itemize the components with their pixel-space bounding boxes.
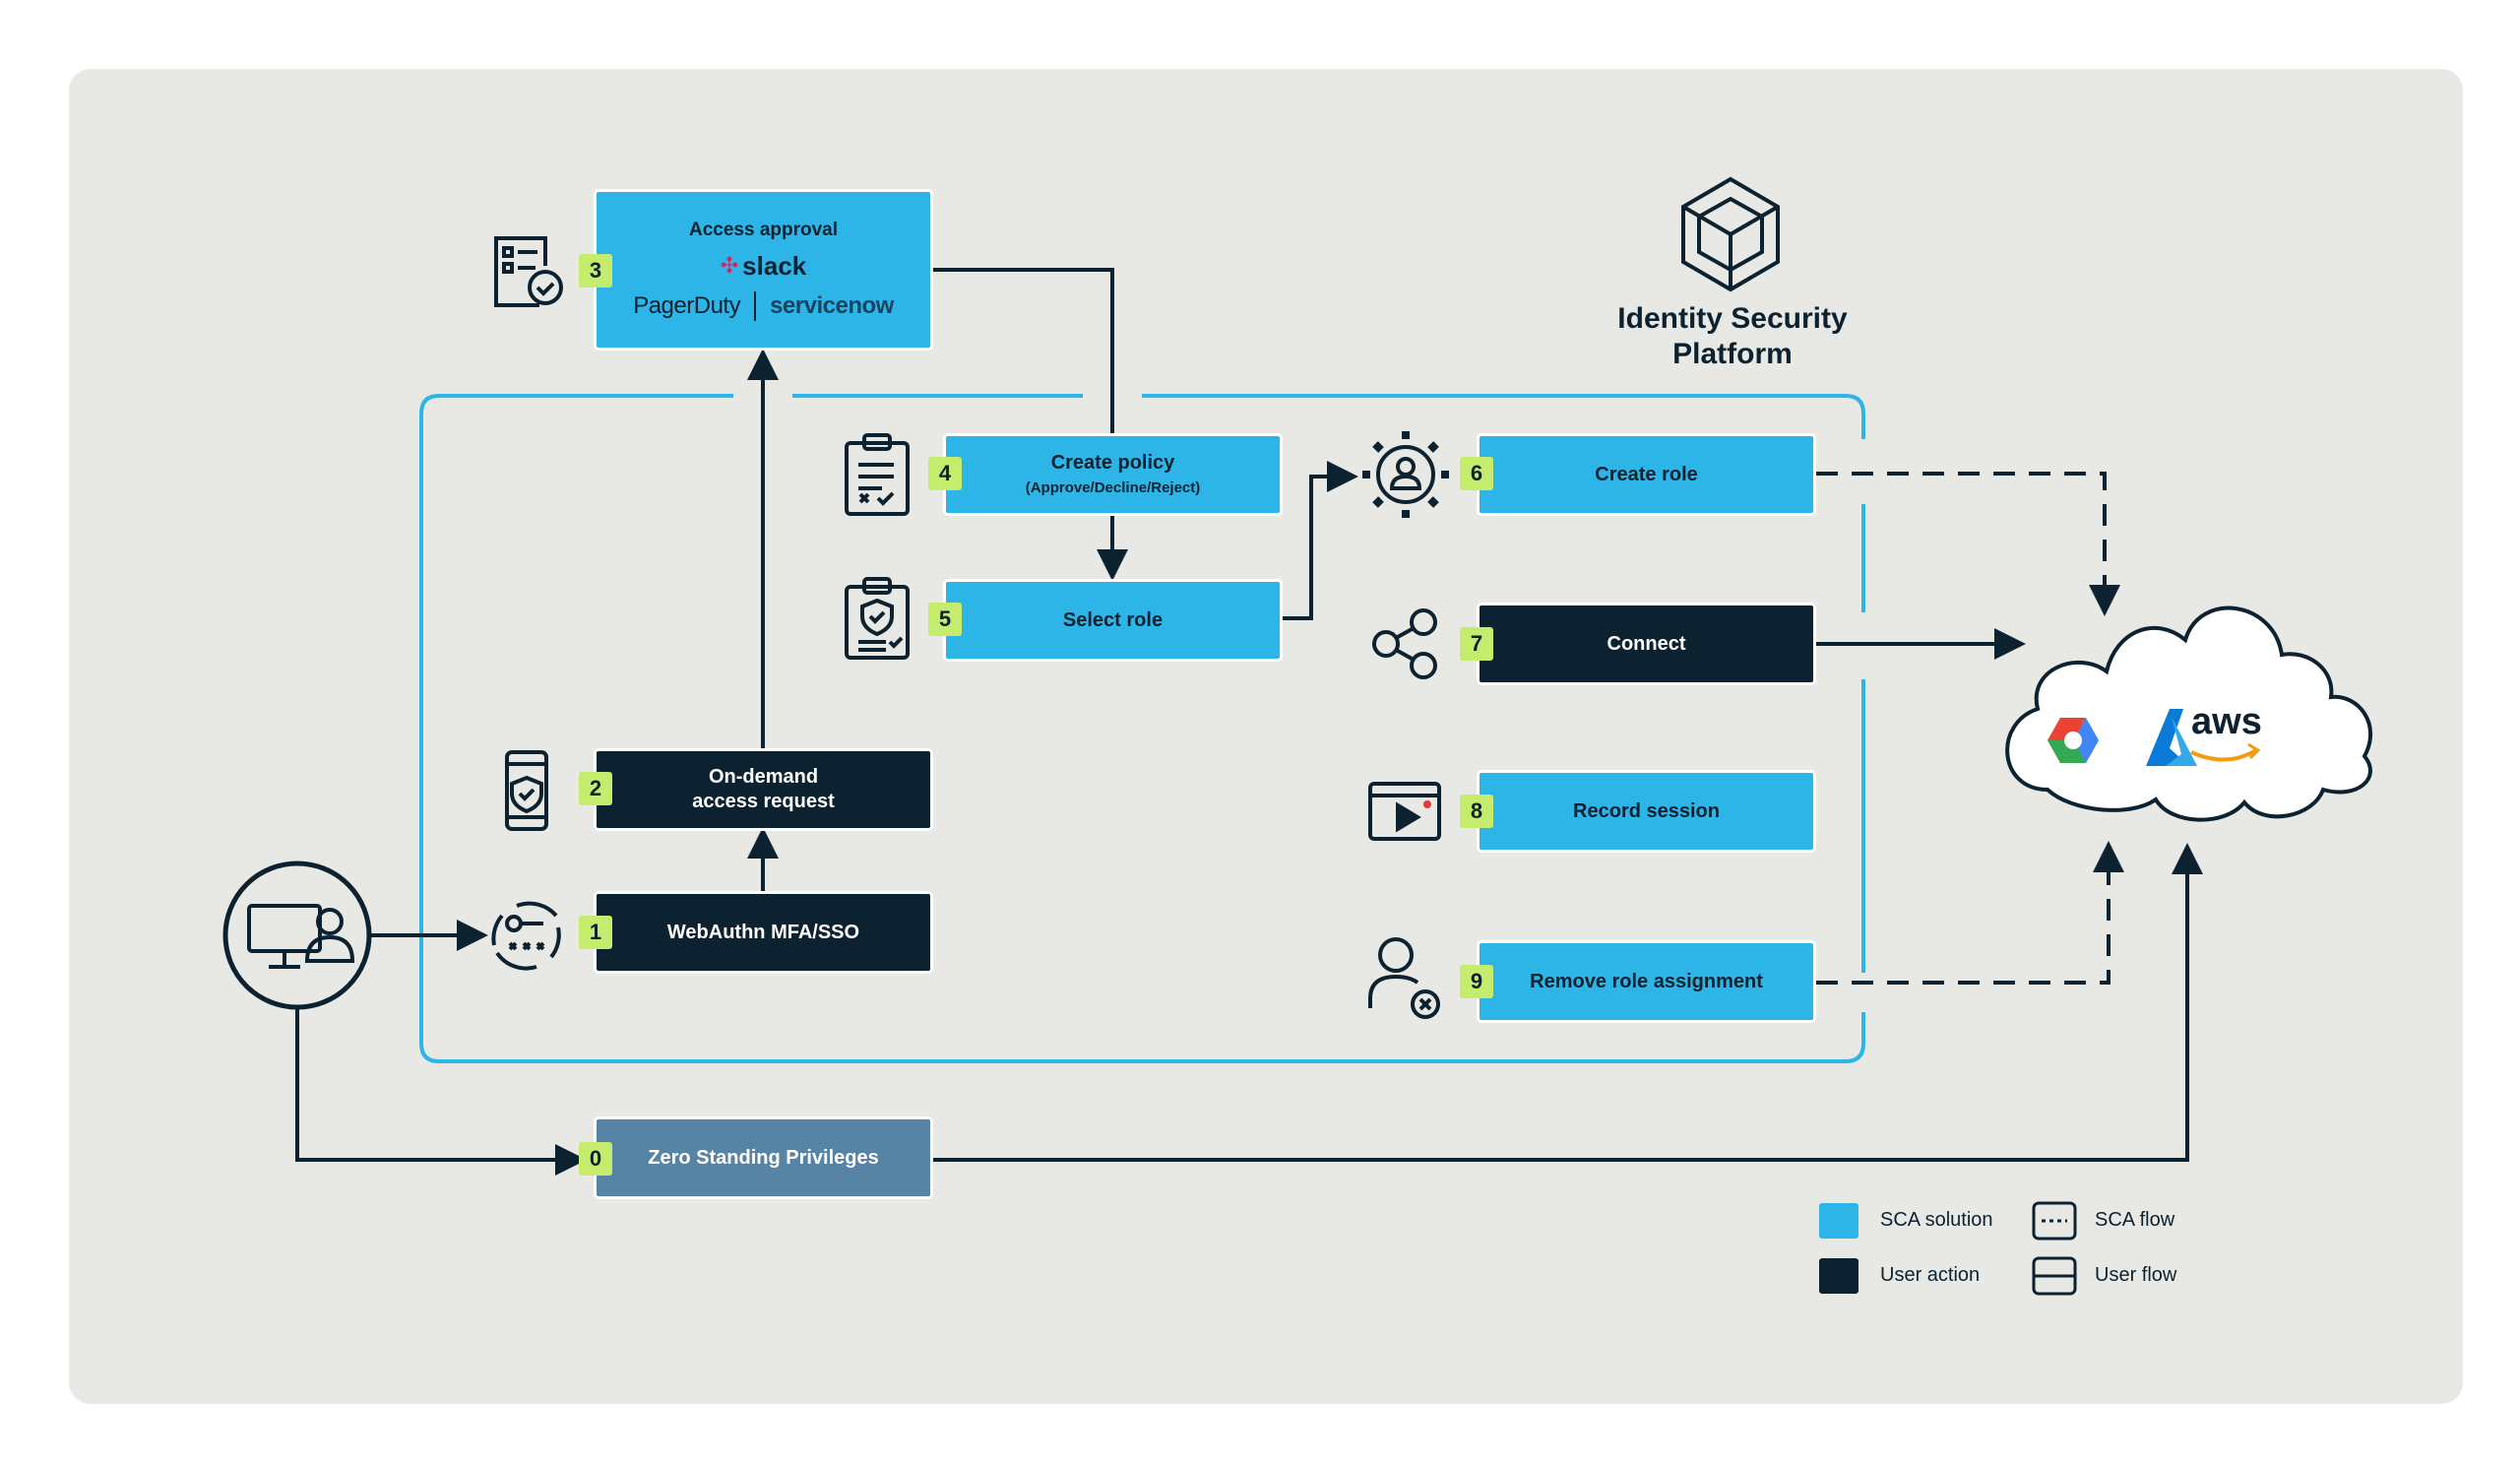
- slack-label: slack: [742, 250, 807, 281]
- arrow-zsp-to-cloud: [933, 843, 2203, 1162]
- access-approval-title: Access approval: [688, 219, 839, 240]
- legend-swatch-sca-flow: [2032, 1201, 2077, 1241]
- record-video-icon: [1368, 782, 1441, 841]
- legend-sca-solution: SCA solution: [1880, 1209, 1993, 1231]
- on-demand-request-box[interactable]: On-demand access request: [594, 748, 933, 831]
- on-demand-label-line2: access request: [692, 791, 835, 812]
- step-badge-2: 2: [579, 772, 612, 805]
- platform-title: Identity Security Platform: [1575, 301, 1890, 372]
- clipboard-shield-icon: [845, 577, 910, 660]
- step-badge-9: 9: [1460, 965, 1493, 998]
- zero-standing-privileges-box[interactable]: Zero Standing Privileges: [594, 1116, 933, 1199]
- step-badge-1: 1: [579, 916, 612, 949]
- step-badge-7: 7: [1460, 627, 1493, 661]
- sca-flow-lines: [1816, 472, 2124, 985]
- platform-title-line2: Platform: [1672, 338, 1793, 370]
- arrow-remove-to-cloud: [1816, 841, 2124, 985]
- legend-user-action: User action: [1880, 1264, 1981, 1286]
- aws-logo-text: aws: [2191, 701, 2262, 742]
- cloud-shape: [2005, 606, 2372, 822]
- remove-user-icon: [1368, 937, 1440, 1019]
- integration-divider: [754, 291, 757, 322]
- connect-box[interactable]: Connect: [1477, 603, 1816, 685]
- arrow-select-to-create: [1283, 461, 1358, 620]
- user-flow-lines: [295, 268, 2203, 1176]
- servicenow-label: servicenow: [770, 292, 894, 320]
- zero-standing-privileges-label: Zero Standing Privileges: [648, 1146, 879, 1169]
- webauthn-mfa-label: WebAuthn MFA/SSO: [666, 921, 860, 943]
- legend-sca-flow: SCA flow: [2095, 1209, 2175, 1231]
- step-badge-4: 4: [928, 457, 962, 490]
- slack-logo: ✣ slack: [721, 250, 807, 283]
- record-session-label: Record session: [1573, 799, 1720, 822]
- slack-hash-icon: ✣: [720, 253, 739, 279]
- legend-swatch-sca: [1819, 1203, 1858, 1239]
- key-rotate-icon: [491, 901, 561, 971]
- azure-icon: [2146, 709, 2197, 766]
- select-role-box[interactable]: Select role: [943, 579, 1283, 662]
- platform-boundary: [419, 394, 1865, 1063]
- legend-user-flow: User flow: [2095, 1264, 2177, 1286]
- create-policy-box[interactable]: Create policy (Approve/Decline/Reject): [943, 433, 1283, 516]
- legend-swatch-user: [1819, 1258, 1858, 1294]
- checklist-approve-icon: [494, 236, 563, 307]
- platform-title-line1: Identity Security: [1617, 302, 1848, 335]
- aws-smile-icon: [2190, 748, 2258, 762]
- platform-logo-icon: [1681, 176, 1780, 292]
- webauthn-mfa-box[interactable]: WebAuthn MFA/SSO: [594, 891, 933, 974]
- record-session-box[interactable]: Record session: [1477, 770, 1816, 853]
- clipboard-policy-icon: [845, 433, 910, 516]
- integration-logos: PagerDuty servicenow: [633, 291, 894, 322]
- create-role-box[interactable]: Create role: [1477, 433, 1816, 516]
- create-policy-label: Create policy: [1050, 452, 1175, 475]
- legend-swatch-user-flow: [2032, 1256, 2077, 1296]
- phone-shield-icon: [505, 750, 548, 831]
- step-badge-8: 8: [1460, 795, 1493, 828]
- remove-role-assignment-label: Remove role assignment: [1530, 970, 1763, 992]
- step-badge-5: 5: [928, 603, 962, 636]
- gear-user-icon: [1362, 431, 1449, 518]
- google-cloud-icon: [2048, 718, 2099, 763]
- arrow-createrole-to-cloud: [1816, 472, 2120, 616]
- create-role-label: Create role: [1595, 463, 1698, 485]
- step-badge-6: 6: [1460, 457, 1493, 490]
- step-badge-0: 0: [579, 1142, 612, 1176]
- on-demand-label-line1: On-demand: [708, 766, 819, 788]
- select-role-label: Select role: [1062, 608, 1164, 631]
- remove-role-assignment-box[interactable]: Remove role assignment: [1477, 940, 1816, 1023]
- connect-label: Connect: [1606, 632, 1686, 655]
- step-badge-3: 3: [579, 254, 612, 287]
- arrow-user-to-zsp: [295, 1006, 587, 1176]
- share-icon: [1372, 608, 1437, 679]
- pagerduty-label: PagerDuty: [633, 292, 741, 320]
- create-policy-sublabel: (Approve/Decline/Reject): [1025, 479, 1201, 497]
- user-workstation-icon: [222, 860, 372, 1010]
- access-approval-box[interactable]: Access approval ✣ slack PagerDuty servic…: [594, 189, 933, 351]
